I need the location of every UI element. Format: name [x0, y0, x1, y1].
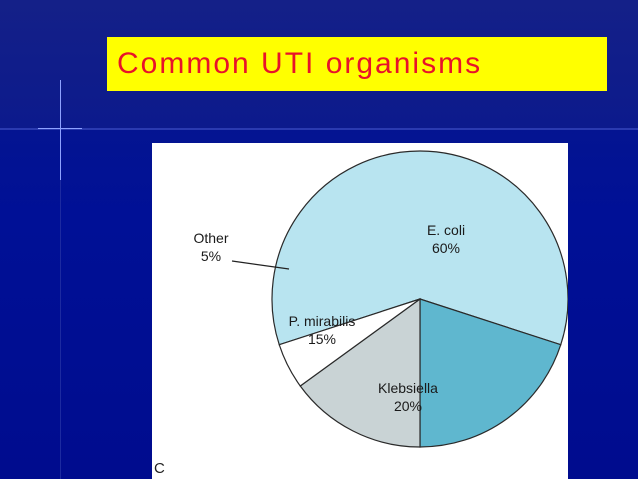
pie-slice-p-mirabilis	[299, 297, 421, 448]
slice-label-p-mirabilis: P. mirabilis	[289, 313, 356, 329]
pie-slice-e-coli	[271, 150, 568, 346]
leader-line-other	[231, 260, 290, 270]
left-guide-line	[60, 180, 61, 479]
slice-label-klebsiella: Klebsiella	[378, 380, 438, 396]
slice-percent-e-coli: 60%	[432, 240, 460, 256]
slide-title: Common UTI organisms	[117, 47, 483, 80]
pie-chart-panel: E. coli 60% Klebsiella 20% P. mirabilis 15% Ot…	[152, 143, 568, 479]
slice-percent-klebsiella: 20%	[394, 398, 422, 414]
pie-slice-other	[278, 298, 421, 387]
slice-percent-other: 5%	[201, 248, 221, 264]
slice-percent-p-mirabilis: 15%	[308, 331, 336, 347]
pie-chart: E. coli 60% Klebsiella 20% P. mirabilis 15% Ot…	[193, 150, 568, 448]
slice-label-e-coli: E. coli	[427, 222, 465, 238]
slice-label-other: Other	[193, 230, 228, 246]
header-divider	[0, 128, 638, 130]
panel-label: C	[154, 460, 165, 477]
pie-slice-klebsiella	[419, 298, 562, 448]
slide-title-box: Common UTI organisms	[107, 37, 607, 91]
crosshair-vertical-decoration	[60, 80, 61, 180]
